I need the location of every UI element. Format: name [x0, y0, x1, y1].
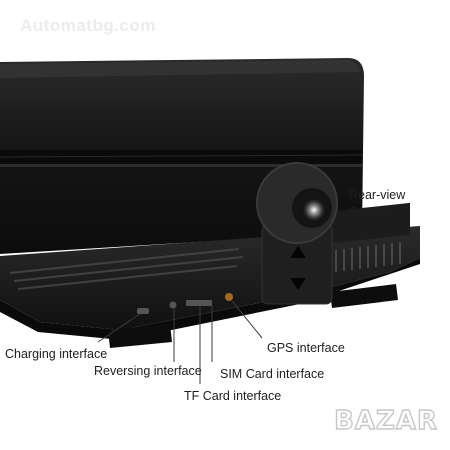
right-grille-slots [335, 242, 401, 272]
leader-lines [97, 300, 263, 384]
reversing-port [169, 301, 177, 309]
tf-card-interface-label: TF Card interface [184, 389, 282, 403]
rear-camera-lens [302, 198, 326, 222]
charging-interface-label: Charging interface [5, 347, 108, 361]
bazar-brand-logo: BAZAR [333, 405, 438, 436]
mount-arrow-up [290, 246, 306, 258]
sim-card-interface-label: SIM Card interface [220, 367, 325, 381]
sim-slot [186, 300, 212, 306]
charging-port [137, 308, 149, 314]
site-watermark: Automatbg.com [20, 16, 156, 35]
right-foot [330, 284, 398, 308]
device-top-highlight [0, 60, 360, 78]
vent-edge [0, 164, 362, 167]
right-grille-box [330, 202, 410, 244]
gps-interface-label: GPS interface [267, 341, 345, 355]
reversing-interface-label: Reversing interface [94, 364, 202, 378]
rear-camera-label-line2: Camera [349, 205, 394, 219]
mount-arrow-down [290, 278, 306, 290]
vent-slots [0, 154, 363, 158]
vent-band [0, 150, 362, 164]
rear-camera-label-line1: Rear-view [349, 188, 406, 202]
base-lower-shadow [0, 258, 420, 340]
base-grille [10, 247, 243, 290]
left-foot [108, 324, 172, 348]
gps-port [225, 293, 233, 301]
